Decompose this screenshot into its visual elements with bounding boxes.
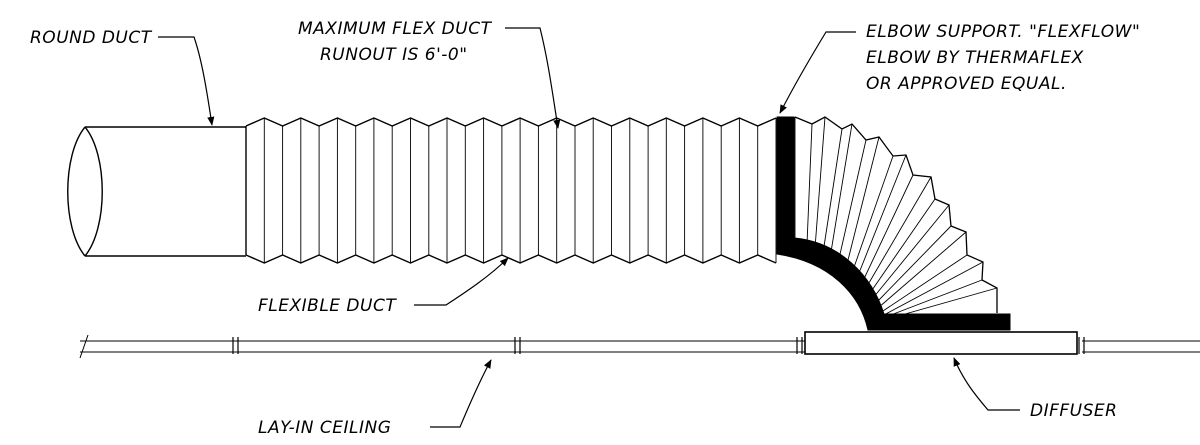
leader-lines [158,27,1020,428]
label-elbow-line3: OR APPROVED EQUAL. [866,74,1067,94]
leader-max-flex-duct [505,27,561,129]
leader-flexible-duct [414,257,509,306]
lay-in-ceiling [79,334,1200,359]
flex-elbow [794,116,998,321]
annotations: ROUND DUCT MAXIMUM FLEX DUCT RUNOUT IS 6… [30,19,1140,438]
label-diffuser: DIFFUSER [1030,401,1117,421]
label-round-duct: ROUND DUCT [30,28,153,48]
leader-diffuser [953,357,1020,411]
flexible-duct [245,117,777,264]
label-max-flex-line2: RUNOUT IS 6'-0" [320,45,468,65]
label-elbow-line2: ELBOW BY THERMAFLEX [866,48,1084,68]
round-duct [67,126,246,257]
elbow-support [776,116,1011,331]
leader-elbow-support [779,31,856,114]
label-flexible-duct: FLEXIBLE DUCT [258,296,397,316]
label-max-flex-line1: MAXIMUM FLEX DUCT [298,19,493,39]
leader-round-duct [158,36,215,126]
diffuser [804,331,1078,355]
label-elbow-line1: ELBOW SUPPORT. "FLEXFLOW" [866,22,1140,42]
label-lay-in-ceiling: LAY-IN CEILING [258,418,391,438]
leader-lay-in-ceiling [430,359,492,428]
ceiling-tbar-joints [232,337,1085,354]
